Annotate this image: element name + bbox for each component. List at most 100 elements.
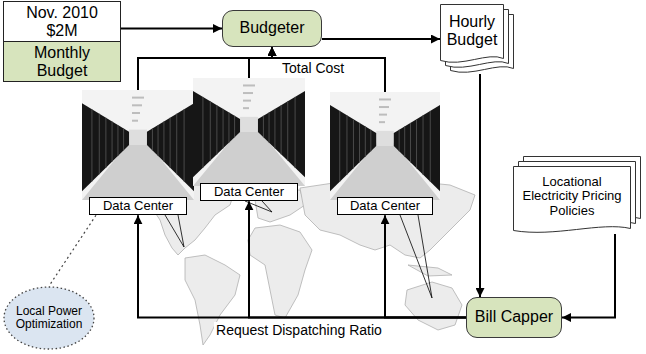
rack-edge [370,130,371,151]
rack-edge [263,116,264,137]
connector [249,47,272,78]
node-face: Data Center [89,197,187,215]
ellipse-note: Local Power Optimization [3,286,95,350]
node-face: Bill Capper [467,298,561,337]
node-text: Locational Electricity Pricing Policies [522,175,622,219]
connector [138,215,466,317]
ceiling-light [379,106,389,108]
document-stack: Locational Electricity Pricing Policies [513,156,641,234]
ceiling-light [243,107,249,109]
data-center: Data Center [330,92,440,215]
far-wall [129,130,147,145]
node-text: Budgeter [240,19,305,37]
rack-edge [295,97,296,168]
document-sheet [441,5,504,63]
document-stack: Hourly Budget [440,4,514,74]
connector [385,215,466,317]
rack-edge [274,109,275,148]
server-rack-row [193,91,240,177]
node-face: Locational Electricity Pricing Policies [513,166,631,234]
ceiling-light [132,97,144,99]
rack-edge [176,114,177,175]
ceiling-light [132,104,142,106]
node-text: Data Center [338,198,432,214]
ceiling [330,92,440,200]
data-center: Data Center [82,90,194,215]
far-wall [240,117,258,132]
rack-edge [223,109,224,148]
ceiling [193,78,305,186]
node-text: Hourly Budget [444,13,500,49]
node-face: Nov. 2010 $2MMonthly Budget [4,2,120,81]
rack-edge [210,101,211,160]
ceiling-light [132,120,138,122]
node-face: Local Power Optimization [3,286,95,350]
rack-edge [339,111,340,182]
rack-edge [117,125,118,156]
node-text: Data Center [90,198,186,214]
rack-edge [353,119,354,168]
rack-edge [423,115,424,174]
connector [49,215,96,286]
rack-edge [410,123,411,162]
continent [405,282,462,330]
rack-edge [416,119,417,168]
rack-edge [105,118,106,168]
rack-edge [404,126,405,156]
budget-box: Nov. 2010 $2MMonthly Budget [3,1,121,82]
rack-edge [399,130,400,151]
rack-edge [346,115,347,174]
rack-edge [234,116,235,137]
connector [249,201,466,317]
continent [248,225,312,318]
rack-edge [163,121,164,161]
process-box: Bill Capper [466,297,562,338]
far-wall [376,131,394,146]
ceiling-light [379,98,391,100]
node-text: Data Center [201,184,297,200]
node-face: Budgeter [223,11,321,46]
ceiling-light [243,84,255,86]
leader-line [165,215,184,247]
continent [408,265,452,276]
ceiling-light [379,121,385,123]
ceiling-light [243,100,251,102]
ceiling-light [379,114,387,116]
connector [562,234,615,318]
rack-edge [281,105,282,154]
rack-edge [202,97,203,168]
rack-edge [99,114,100,175]
server-rack-row [147,103,194,191]
node-text: Nov. 2010 $2M [4,2,120,41]
leader-line [400,215,432,298]
server-rack-row [330,105,376,191]
document-sheet [514,167,631,233]
connector [121,28,222,30]
rack-edge [365,126,366,156]
connector [322,38,440,40]
server-rack-row [82,103,129,191]
node-face: Data Center [200,183,298,201]
process-box: Budgeter [222,10,322,47]
rack-edge [123,128,124,150]
connector [479,74,481,297]
server-rack-row [394,105,440,191]
rack-edge [430,111,431,182]
node-text: Monthly Budget [4,41,120,81]
node-text: Local Power Optimization [12,305,86,331]
rack-edge [91,109,92,181]
rack-edge [216,105,217,154]
data-center-photo [330,92,440,200]
rack-edge [228,112,229,142]
rack-edge [287,101,288,160]
rack-edge [152,128,153,150]
node-text: Bill Capper [475,308,553,326]
connector-label: Total Cost [280,60,346,76]
rack-edge [359,123,360,162]
rack-edge [269,112,270,142]
data-center: Data Center [193,78,305,201]
node-face: Hourly Budget [440,4,504,64]
data-center-photo [193,78,305,186]
ceiling-light [243,92,253,94]
ceiling-light [132,112,140,114]
